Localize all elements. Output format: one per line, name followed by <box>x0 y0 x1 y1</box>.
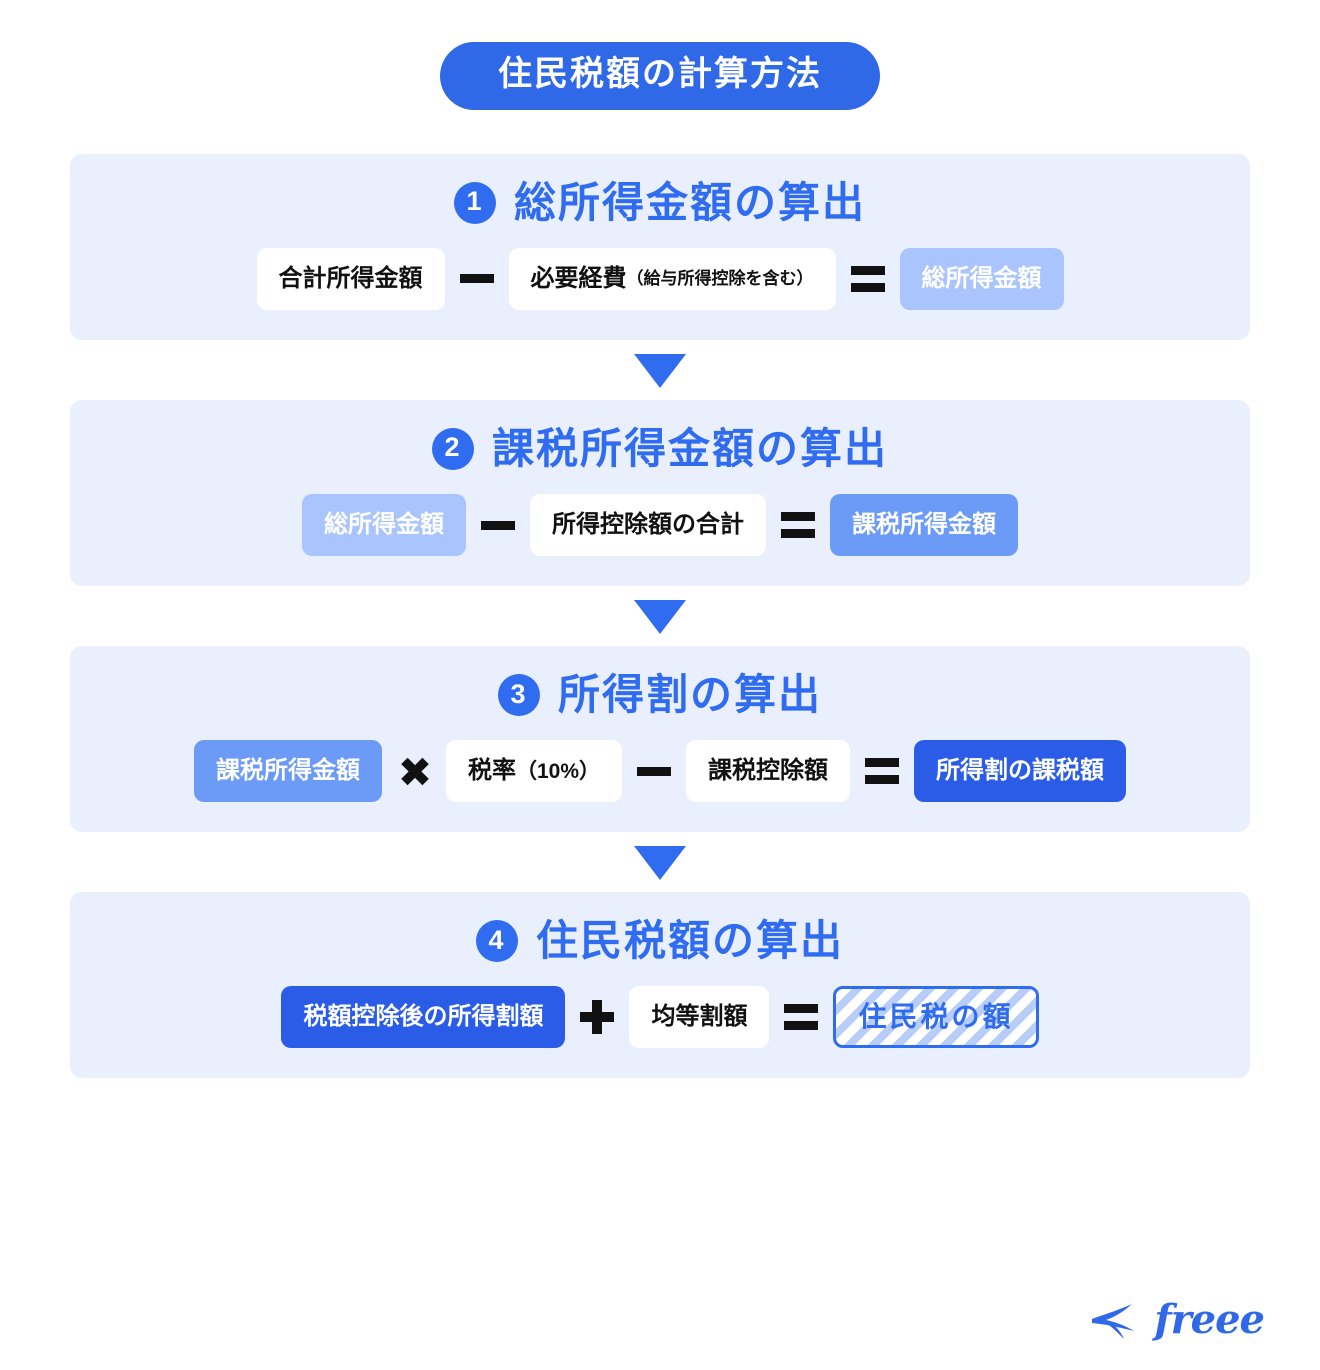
term-necessary-expenses-main: 必要経費 <box>530 264 627 292</box>
term-tax-credit: 課税控除額 <box>686 740 851 803</box>
title-bar: 住民税額の計算方法 <box>0 0 1320 110</box>
formula-row-2: 総所得金額 所得控除額の合計 課税所得金額 <box>70 494 1250 557</box>
freee-bird-icon <box>1092 1304 1135 1339</box>
step-heading-text-3: 所得割の算出 <box>557 671 822 719</box>
term-tax-rate: 税率（10%） <box>445 740 623 803</box>
step-panel-1: 1 総所得金額の算出 合計所得金額 必要経費（給与所得控除を含む） 総所得金額 <box>70 153 1250 340</box>
steps-container: 1 総所得金額の算出 合計所得金額 必要経費（給与所得控除を含む） 総所得金額 … <box>0 153 1320 1079</box>
arrow-down-icon <box>634 353 686 388</box>
step-heading-2: 2 課税所得金額の算出 <box>70 424 1250 472</box>
term-necessary-expenses-sub: （給与所得控除を含む） <box>626 268 814 288</box>
term-income-levy-after-credit: 税額控除後の所得割額 <box>281 986 566 1049</box>
term-total-income: 合計所得金額 <box>256 247 445 310</box>
step-heading-1: 1 総所得金額の算出 <box>70 178 1250 226</box>
step-heading-text-2: 課税所得金額の算出 <box>491 424 888 472</box>
connector-2 <box>0 586 1320 646</box>
step-heading-text-1: 総所得金額の算出 <box>513 178 866 226</box>
term-tax-rate-percent: （10%） <box>515 759 601 783</box>
step-number-badge-4: 4 <box>475 920 518 963</box>
term-income-deductions: 所得控除額の合計 <box>530 494 766 557</box>
equals-icon <box>784 1004 819 1031</box>
step-number-badge-2: 2 <box>431 427 474 470</box>
result-taxable-income-2: 課税所得金額 <box>830 494 1018 557</box>
result-gross-income-1: 総所得金額 <box>899 247 1064 310</box>
arrow-down-icon <box>634 846 686 881</box>
step-panel-2: 2 課税所得金額の算出 総所得金額 所得控除額の合計 課税所得金額 <box>70 399 1250 587</box>
step-heading-4: 4 住民税額の算出 <box>70 918 1250 964</box>
operator-times-3 <box>382 740 446 802</box>
step-number-badge-3: 3 <box>497 674 540 717</box>
step-panel-3: 3 所得割の算出 課税所得金額 税率（10%） 課税控除額 所得割の課税額 <box>70 646 1250 833</box>
operator-equals-3 <box>850 740 914 802</box>
formula-row-1: 合計所得金額 必要経費（給与所得控除を含む） 総所得金額 <box>70 247 1250 310</box>
equals-icon <box>781 512 815 539</box>
operator-plus-4 <box>565 986 629 1048</box>
operator-minus-1 <box>445 248 509 310</box>
step-heading-text-4: 住民税額の算出 <box>535 917 844 965</box>
minus-icon <box>481 520 515 530</box>
term-necessary-expenses: 必要経費（給与所得控除を含む） <box>508 247 836 310</box>
formula-row-4: 税額控除後の所得割額 均等割額 住民税の額 <box>70 986 1250 1049</box>
footer-logo: freee <box>1088 1296 1265 1343</box>
equals-icon <box>865 758 900 785</box>
freee-wordmark: freee <box>1154 1296 1265 1343</box>
step-heading-3: 3 所得割の算出 <box>70 671 1250 719</box>
page-title: 住民税額の計算方法 <box>440 42 880 110</box>
equals-icon <box>850 265 885 292</box>
step-panel-4: 4 住民税額の算出 税額控除後の所得割額 均等割額 住民税の額 <box>70 892 1250 1079</box>
connector-3 <box>0 832 1320 892</box>
arrow-down-icon <box>634 600 686 635</box>
minus-icon <box>637 766 672 776</box>
step-number-badge-1: 1 <box>453 181 496 224</box>
operator-minus-3 <box>622 740 686 802</box>
formula-row-3: 課税所得金額 税率（10%） 課税控除額 所得割の課税額 <box>70 740 1250 803</box>
minus-icon <box>459 274 494 284</box>
result-income-levy-3: 所得割の課税額 <box>914 740 1127 803</box>
result-resident-tax-amount: 住民税の額 <box>833 986 1039 1049</box>
operator-minus-2 <box>466 494 530 556</box>
operator-equals-2 <box>766 494 830 556</box>
term-gross-income-2: 総所得金額 <box>302 494 466 557</box>
term-tax-rate-main: 税率 <box>467 757 516 785</box>
term-taxable-income-3: 課税所得金額 <box>193 740 382 803</box>
multiply-icon <box>398 755 430 787</box>
connector-1 <box>0 340 1320 400</box>
operator-equals-4 <box>769 986 833 1048</box>
term-per-capita-levy: 均等割額 <box>629 986 770 1049</box>
operator-equals-1 <box>836 248 900 310</box>
plus-icon <box>580 1000 615 1035</box>
